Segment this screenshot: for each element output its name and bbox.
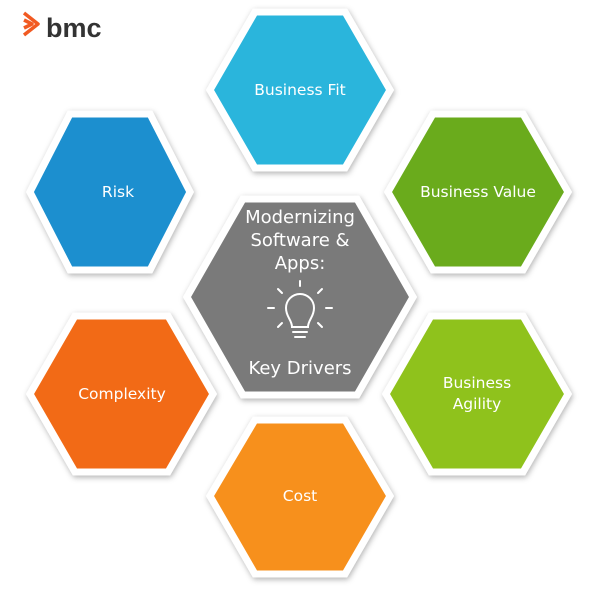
- hexagon-business-agility: [381, 312, 573, 476]
- driver-business-agility: Business Agility: [381, 312, 573, 476]
- lightbulb-icon: [267, 280, 333, 338]
- label-business-agility-line1: Business: [443, 374, 511, 392]
- hexagon-risk: [26, 110, 194, 274]
- hexagon-complexity: [25, 312, 218, 476]
- label-business-value: Business Value: [420, 183, 536, 201]
- label-cost: Cost: [283, 487, 317, 505]
- driver-business-value: Business Value: [383, 110, 573, 274]
- label-business-agility-line2: Agility: [453, 395, 502, 413]
- hexagon-business-value: [383, 110, 573, 274]
- bmc-logo: bmc: [22, 11, 102, 43]
- center-subtitle: Key Drivers: [248, 358, 351, 379]
- label-business-fit: Business Fit: [254, 81, 345, 99]
- driver-business-fit: Business Fit: [205, 8, 395, 172]
- center-title-line3: Apps:: [275, 253, 326, 274]
- driver-risk: Risk: [26, 110, 194, 274]
- hexagon-business-fit: [205, 8, 395, 172]
- bmc-logo-mark-icon: [22, 11, 40, 37]
- label-complexity: Complexity: [78, 385, 166, 403]
- driver-complexity: Complexity: [25, 312, 218, 476]
- hexagon-center: [182, 195, 418, 399]
- hexagon-cost: [205, 416, 395, 578]
- center-title-line2: Software &: [250, 230, 349, 251]
- driver-cost: Cost: [205, 416, 395, 578]
- label-risk: Risk: [102, 183, 134, 201]
- center-title-line1: Modernizing: [245, 207, 355, 228]
- center-hub: Modernizing Software & Apps: Key Drivers: [182, 195, 418, 399]
- logo-text: bmc: [46, 13, 102, 43]
